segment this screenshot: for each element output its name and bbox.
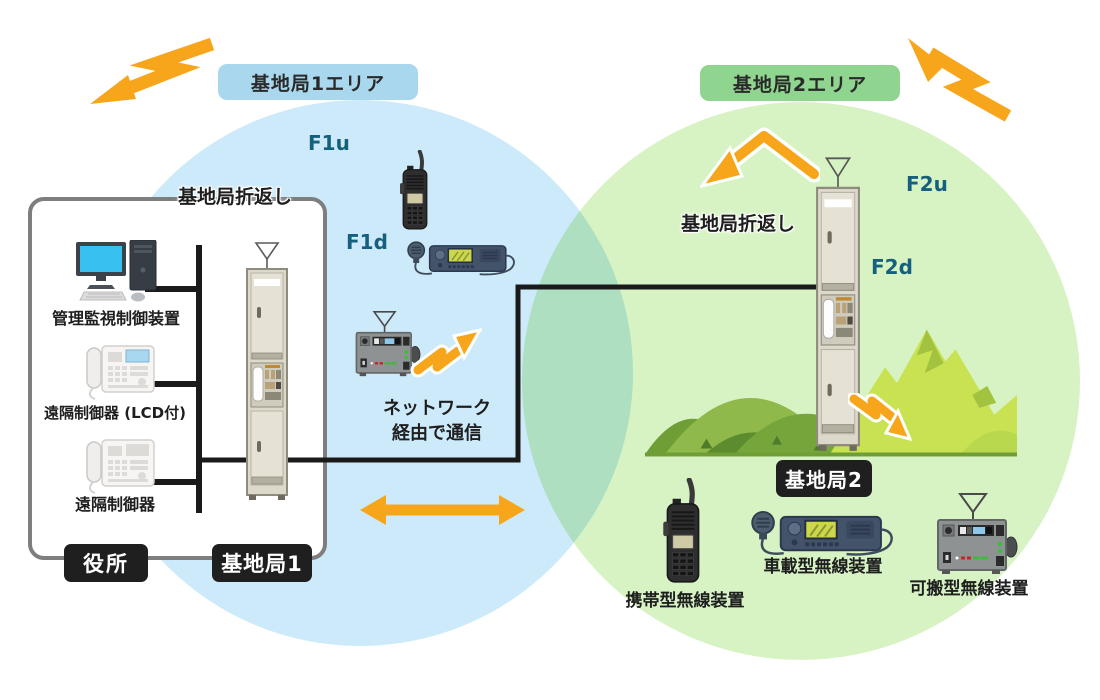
area1-badge: 基地局1エリア [218,64,418,100]
device-label-mobile-radio: 車載型無線装置 [763,557,883,577]
area2-badge: 基地局2エリア [700,65,900,101]
base-station-1-badge: 基地局1 [212,544,312,582]
device-label-portable-radio: 可搬型無線装置 [909,579,1029,599]
office-badge: 役所 [64,544,148,582]
freq-label-f2u: F2u [906,172,948,196]
mobile-radio-icon [407,241,515,276]
antenna-icon [254,242,280,269]
desk-phone-icon [86,439,155,494]
handheld-radio-icon [400,150,428,230]
freq-label-f1d: F1d [346,230,388,254]
mobile-radio-icon [751,510,893,556]
device-label-remote-controller-lcd: 遠隔制御器 (LCD付) [44,404,186,422]
desk-phone-lcd-icon [86,345,155,400]
freq-label-f1u: F1u [308,131,350,155]
monitor-pc-icon [76,240,157,302]
base-station-2-badge: 基地局2 [776,460,872,497]
device-label-remote-controller: 遠隔制御器 [74,495,155,514]
mountains-illustration [645,329,1017,457]
relay-label-1: 基地局折返し [177,186,292,208]
base-station-1-cabinet-icon [246,242,288,500]
antenna-icon [824,157,852,188]
device-label-supervisory-controller: 管理監視制御装置 [51,309,180,328]
portable-radio-icon [937,493,1018,574]
zigzag-arrow-icon [848,393,912,442]
network-note: ネットワーク 経由で通信 [362,396,512,446]
network-note-line2: 経由で通信 [392,423,482,445]
lightning-icon [908,38,1012,122]
network-note-line1: ネットワーク [383,398,491,419]
lightning-icon [90,38,215,104]
portable-radio-icon [355,311,421,377]
double-arrow-icon [360,495,525,525]
freq-label-f2d: F2d [871,255,913,279]
device-label-handheld-radio: 携帯型無線装置 [625,591,745,611]
zigzag-arrow-icon [410,327,482,378]
handheld-radio-icon [663,478,700,583]
relay-label-2: 基地局折返し [680,213,795,235]
relay-bent-arrow-icon [700,127,820,189]
